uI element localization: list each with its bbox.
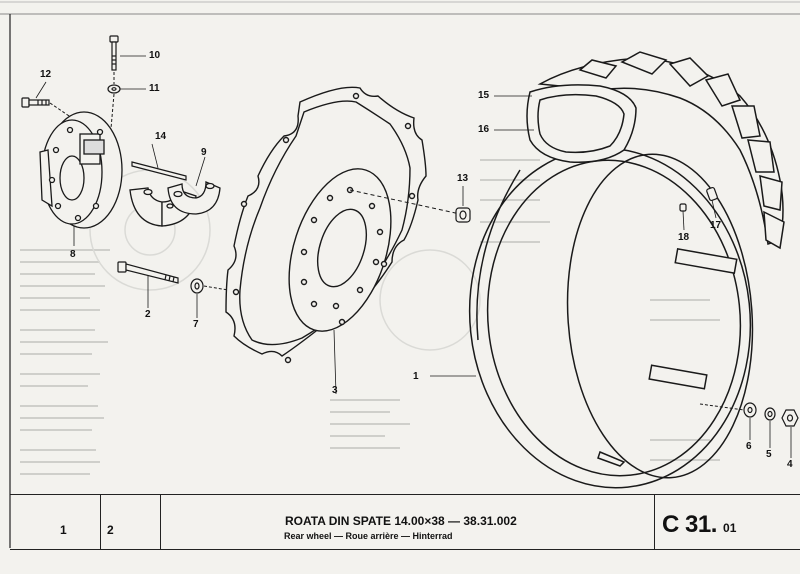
part-1-rim <box>468 147 754 489</box>
part-16-tube <box>526 84 637 163</box>
document-subtitle: Rear wheel — Roue arrière — Hinterrad <box>284 531 453 541</box>
sheet-code: C 31. 01 <box>662 511 736 539</box>
callout-2: 2 <box>145 309 151 320</box>
column-number-1: 1 <box>60 523 67 537</box>
callout-8: 8 <box>70 249 76 260</box>
callout-3: 3 <box>332 385 338 396</box>
callout-15: 15 <box>478 90 490 101</box>
callout-16: 16 <box>478 124 490 135</box>
title-block-column-2 <box>100 495 161 549</box>
callout-12: 12 <box>40 69 52 80</box>
document-title: ROATA DIN SPATE 14.00×38 — 38.31.002 <box>285 514 517 528</box>
callout-17: 17 <box>710 220 722 231</box>
part-6-washer <box>743 402 757 418</box>
title-block <box>10 494 800 550</box>
part-9-split-clamp <box>129 181 221 227</box>
callout-13: 13 <box>457 173 469 184</box>
part-5-lock-washer <box>764 407 776 421</box>
part-14-key <box>131 161 187 181</box>
callout-7: 7 <box>193 319 199 330</box>
part-15-tire <box>537 51 785 250</box>
callout-10: 10 <box>149 50 161 61</box>
part-10-bolt <box>109 35 119 71</box>
part-4-nut <box>781 409 799 427</box>
callout-4: 4 <box>787 459 793 470</box>
part-3-wheel-disc <box>225 86 427 364</box>
sheet-code-main: C 31. <box>662 511 717 538</box>
callout-18: 18 <box>678 232 690 243</box>
part-12-screw <box>21 97 50 108</box>
part-17-valve <box>706 186 718 219</box>
title-block-title-cell <box>160 495 655 549</box>
column-number-2: 2 <box>107 523 114 537</box>
callout-11: 11 <box>149 83 160 94</box>
part-11-washer <box>107 84 121 94</box>
sheet-code-suffix: 01 <box>723 521 737 535</box>
bleed-through-text <box>20 159 720 475</box>
callout-14: 14 <box>155 131 167 142</box>
part-2-long-bolt <box>117 261 179 284</box>
callout-5: 5 <box>766 449 772 460</box>
callout-6: 6 <box>746 441 752 452</box>
title-block-column-1 <box>10 495 101 549</box>
callout-1: 1 <box>413 371 419 382</box>
callout-9: 9 <box>201 147 207 158</box>
part-8-flange-hub <box>39 111 123 229</box>
part-13-nut <box>455 207 471 223</box>
part-7-lock-washer <box>190 278 204 294</box>
part-18-valve-cap <box>679 203 687 231</box>
